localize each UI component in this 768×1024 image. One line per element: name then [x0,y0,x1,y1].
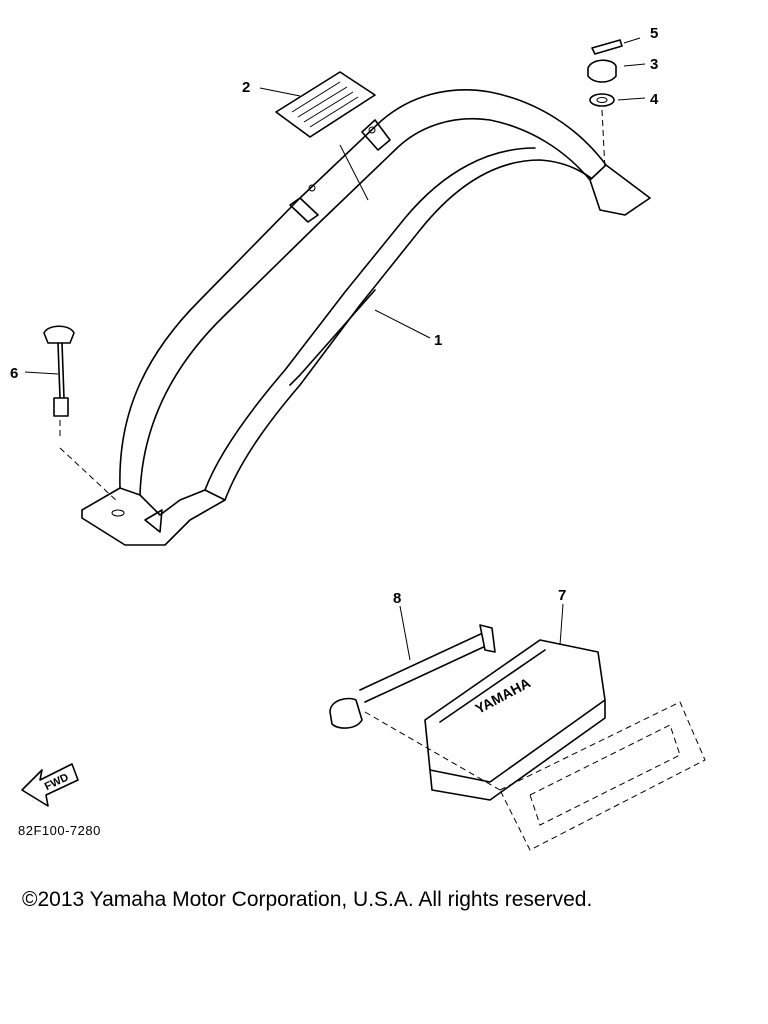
callout-2: 2 [242,79,250,96]
callout-3: 3 [650,56,658,73]
callout-6: 6 [10,365,18,382]
bracket-outline [364,701,706,851]
parts-diagram: YAMAHA FWD 1 2 3 4 5 6 7 8 [10,25,706,851]
diagram-code: 82F100-7280 [18,823,101,838]
strap-part [329,605,496,729]
cover-part: YAMAHA [424,603,606,801]
callout-1: 1 [434,332,442,349]
callout-4: 4 [650,91,659,108]
callout-7: 7 [558,587,566,604]
callout-5: 5 [650,25,658,42]
fastener-parts [587,37,646,171]
fender-part [81,89,651,546]
bolt-part [24,325,119,503]
copyright-notice: ©2013 Yamaha Motor Corporation, U.S.A. A… [22,888,593,911]
callout-8: 8 [393,590,401,607]
label-part [259,71,376,201]
forward-arrow: FWD [21,763,79,807]
